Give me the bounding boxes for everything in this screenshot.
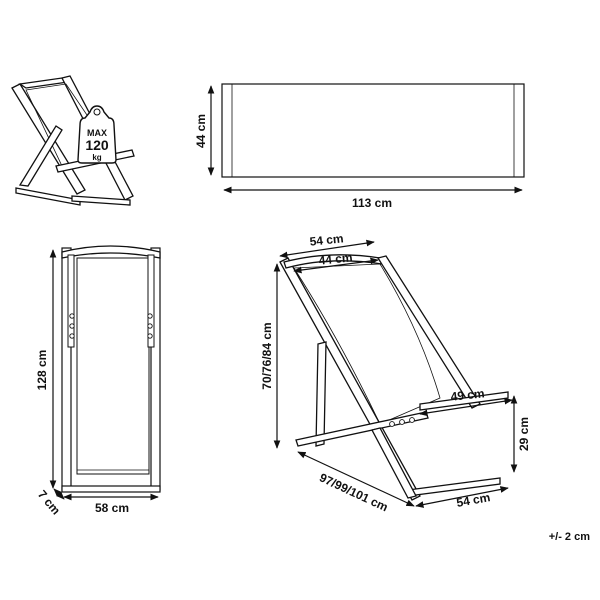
front-height-label: 128 cm [35, 350, 49, 391]
weight-badge-line1: MAX [87, 128, 107, 138]
chair-depth-label: 97/99/101 cm [317, 470, 390, 514]
seat-height-dimension: 29 cm [510, 395, 531, 473]
weight-badge-line3: kg [92, 153, 101, 162]
weight-badge-line2: 120 [85, 137, 109, 153]
fabric-length-label: 113 cm [352, 196, 392, 210]
front-depth-label: 7 cm [35, 487, 63, 517]
tolerance-note: +/- 2 cm [549, 531, 590, 543]
chair-height-label: 70/76/84 cm [260, 322, 274, 389]
chair-side-view [279, 254, 509, 501]
base-width-dimension: 54 cm [415, 486, 509, 510]
front-width-dimension: 58 cm [63, 493, 159, 515]
chair-front-view [61, 245, 161, 493]
top-width-inner-label: 44 cm [318, 250, 353, 267]
front-depth-dimension: 7 cm [35, 487, 65, 517]
top-width-outer-dimension: 54 cm [279, 231, 375, 259]
fabric-length-dimension: 113 cm [223, 186, 523, 210]
front-height-dimension: 128 cm [35, 249, 57, 489]
chair-height-dimension: 70/76/84 cm [260, 263, 281, 449]
fabric-height-dimension: 44 cm [194, 85, 215, 176]
top-width-outer-label: 54 cm [309, 231, 344, 248]
top-width-inner-dimension: 44 cm [293, 250, 379, 274]
armrest-width-dimension: 49 cm [419, 386, 513, 417]
max-weight-badge: MAX 120 kg [77, 105, 117, 164]
base-width-label: 54 cm [455, 490, 491, 510]
fabric-panel [221, 83, 525, 178]
seat-height-label: 29 cm [517, 417, 531, 451]
armrest-width-label: 49 cm [450, 386, 485, 403]
front-width-label: 58 cm [95, 501, 129, 515]
fabric-height-label: 44 cm [194, 114, 208, 148]
chair-thumbnail [11, 75, 135, 206]
